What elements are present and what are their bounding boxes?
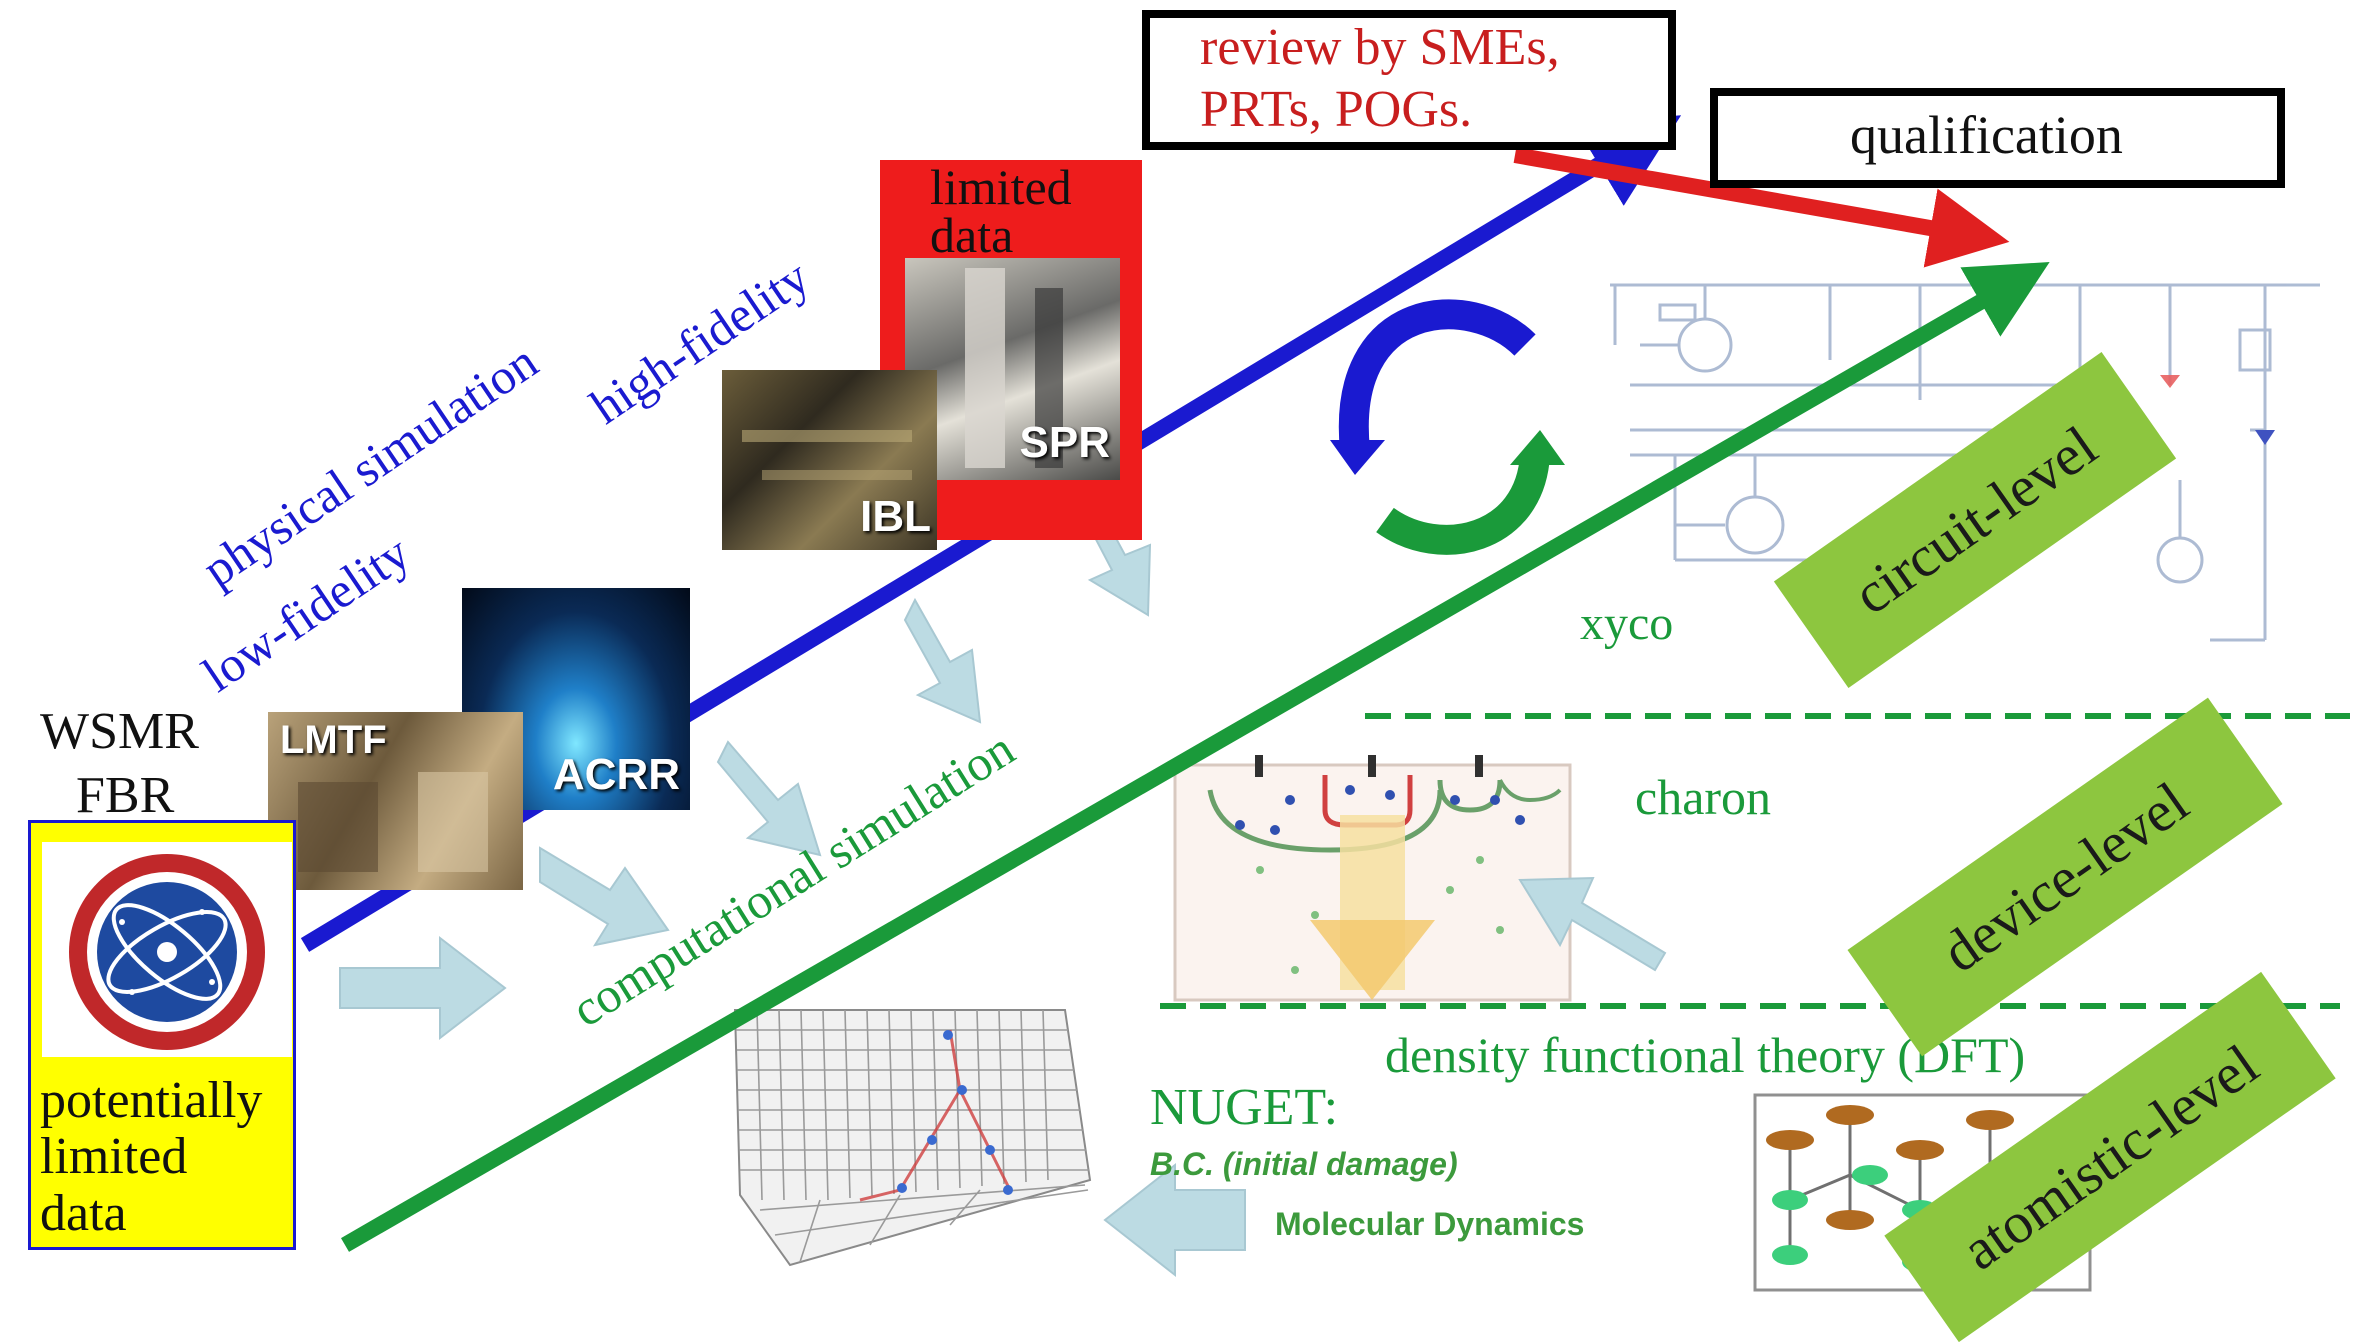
review-to-qualification-arrow	[1513, 147, 2010, 268]
acrr-caption: ACRR	[552, 750, 680, 799]
wsmr-seal-icon	[69, 854, 265, 1050]
computational-simulation-arrow	[341, 262, 2050, 1252]
bc-label: B.C. (initial damage)	[1150, 1146, 1458, 1182]
review-label-line2: PRTs, POGs.	[1200, 81, 1473, 138]
diagram-canvas: review by SMEs, PRTs, POGs. qualificatio…	[28, 10, 2350, 1342]
lmtf-caption: LMTF	[280, 718, 387, 762]
md-label: Molecular Dynamics	[1275, 1206, 1585, 1242]
wsmr-label: WSMR	[40, 703, 199, 760]
ibl-caption: IBL	[860, 492, 931, 541]
potentially-label-line3: data	[40, 1185, 127, 1242]
qualification-box	[1710, 88, 2285, 188]
potentially-label-line1: potentially	[40, 1072, 263, 1129]
charon-label: charon	[1635, 769, 1772, 825]
limited-data-label-line1: limited	[930, 159, 1072, 215]
ibl-photo: IBL	[722, 370, 937, 550]
review-label-line1: review by SMEs,	[1200, 19, 1560, 76]
spr-caption: SPR	[1019, 418, 1110, 467]
iteration-cycle-icon	[1330, 299, 1565, 555]
potentially-label-line2: limited	[40, 1128, 188, 1185]
limited-data-label-line2: data	[930, 207, 1014, 263]
fbr-label: FBR	[76, 767, 175, 824]
device-cross-section	[1173, 755, 1572, 1002]
review-box	[1142, 10, 1676, 150]
flow-arrows	[339, 488, 1667, 1278]
lmtf-photo: LMTF	[268, 712, 523, 890]
spr-photo: SPR	[905, 258, 1120, 480]
nuget-label: NUGET:	[1150, 1079, 1339, 1136]
physical-simulation-arrow	[300, 115, 1682, 952]
qualification-label: qualification	[1850, 105, 2123, 165]
xyco-label: xyco	[1580, 597, 1674, 650]
